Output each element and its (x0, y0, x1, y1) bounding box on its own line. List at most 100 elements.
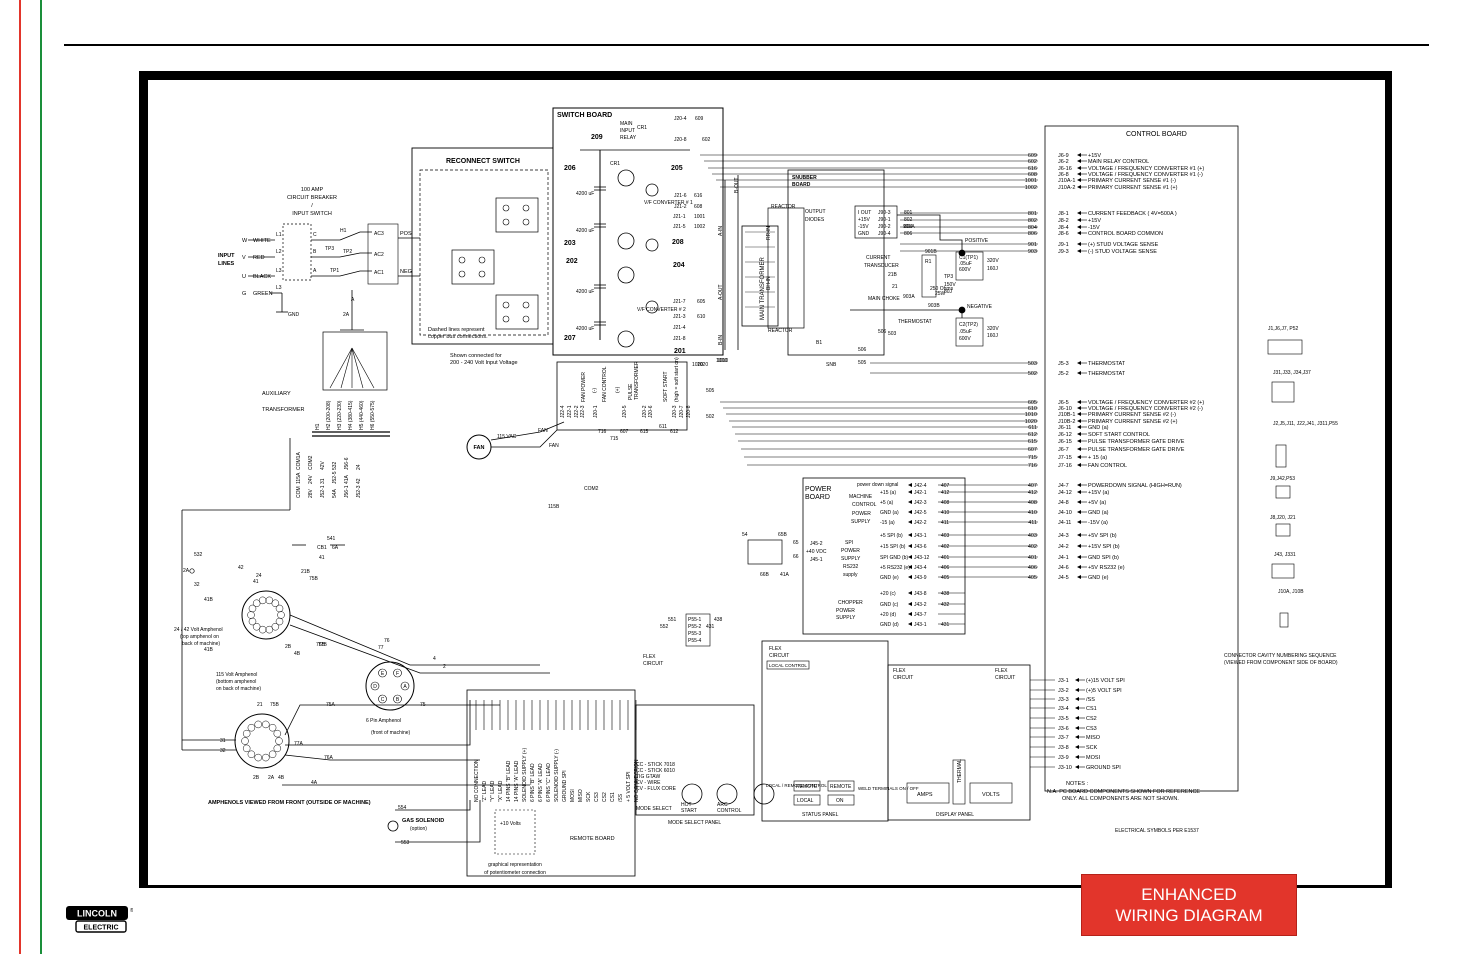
amphenol-wire: 2A (268, 775, 275, 781)
input-lines-label: LINES (218, 261, 235, 267)
remote-pin: MISO (578, 789, 584, 802)
power-board-supply: +5 RS232 (e) (880, 565, 910, 571)
bridge-label: +40 VDC (806, 549, 827, 555)
j3-pin: J3-9 (1058, 755, 1069, 761)
dashed-note: Dashed lines represent (428, 327, 485, 333)
connector-label: J8,J20, J21 (1270, 515, 1296, 521)
remote-pin: SCK (586, 791, 592, 802)
control-board-wire: 801 (1028, 211, 1037, 217)
ten-volts-label: +10 Volts (500, 821, 521, 827)
p55-label: 552 (660, 624, 669, 630)
control-board-signal: GND (a) (1088, 425, 1109, 431)
wire-number: 1010 (717, 358, 728, 364)
power-board-title: BOARD (805, 494, 830, 501)
output-component-label: 21B (888, 272, 898, 278)
output-component-label: 320V (987, 326, 999, 332)
aux-secondary: 24V (308, 474, 314, 484)
resistor-r1 (921, 254, 937, 298)
aux-tap: H2 (200-208) (326, 400, 332, 430)
power-board-group: SPI (845, 540, 853, 546)
tp-box (367, 223, 399, 285)
aux-tap: H4 (380-415) (348, 400, 354, 430)
arrow (1077, 218, 1081, 222)
aux-tap: H6 (550-575) (370, 400, 376, 430)
control-board-pin: J4-11 (1058, 520, 1071, 526)
bridge-label: 54 (742, 532, 748, 538)
control-board-wire: 402 (1028, 544, 1037, 550)
aux-secondary: 24 (356, 464, 362, 470)
power-board-supply: GND (e) (880, 575, 899, 581)
arrow (1077, 231, 1081, 235)
control-board-signal: -15V (a) (1088, 520, 1108, 526)
fan-control-label: (-) (592, 388, 598, 393)
amphenol-pin (247, 611, 255, 619)
transformer-pin: A-OUT (718, 284, 724, 300)
j3-signal: CS2 (1086, 716, 1097, 722)
power-board-group: RS232 (843, 564, 859, 570)
power-board-group: POWER (852, 511, 871, 517)
control-board-wire: 405 (1028, 575, 1037, 581)
amphenol-wire: 2B (285, 644, 292, 650)
enhanced-wiring-diagram-button[interactable]: ENHANCED WIRING DIAGRAM (1081, 874, 1297, 936)
amphenol-pin (262, 753, 270, 762)
output-component-label: 320V (987, 258, 999, 264)
igbt-module (617, 330, 635, 348)
output-component-label: 505 (858, 360, 867, 366)
wire-number: 502 (706, 414, 715, 420)
connector-outline (1275, 444, 1287, 468)
wire-number: 716 (598, 429, 607, 435)
control-board-pin: J4-10 (1058, 510, 1072, 516)
control-board-signal: GND SPI (b) (1088, 555, 1119, 561)
arrow (1077, 447, 1081, 451)
remote-pin: + 5 VOLT SPI (626, 771, 632, 802)
power-board-box (802, 477, 966, 635)
output-component-label: 901B (925, 249, 937, 255)
wire-label: GND (288, 312, 300, 318)
fan-wire: COM2 (584, 486, 599, 492)
power-board-group: POWER (836, 608, 855, 614)
output-component-label: 160J (987, 266, 998, 272)
output-component-label: 160J (987, 333, 998, 339)
positive-label: POSITIVE (965, 238, 989, 244)
arrow (1077, 412, 1081, 416)
wire (329, 347, 353, 389)
control-board-signal: + 15 (a) (1088, 455, 1107, 461)
potentiometer-box (494, 809, 536, 855)
reconnect-dashed-box (419, 169, 549, 336)
arrow (908, 500, 912, 504)
control-board-pin: J6-12 (1058, 432, 1072, 438)
transducer-pin: J90-2 (878, 224, 891, 230)
amphenol-wire: 76A (324, 755, 334, 761)
arrow (1077, 419, 1081, 423)
amphenol-pin-letter: E (381, 671, 385, 677)
aux-secondary: 115A (296, 472, 302, 484)
gas-wire: 553 (401, 840, 410, 846)
amphenol-pin (277, 611, 285, 619)
amphenol-label: 115 Volt Amphenol (216, 672, 257, 678)
amphenol-pin (393, 668, 402, 678)
relay-wire: 602 (702, 137, 711, 143)
arrow (1075, 755, 1079, 759)
aux-secondary: COM1A (296, 452, 302, 470)
connector-pin: J20-7 (679, 405, 685, 418)
arrow (1077, 178, 1081, 182)
breaker-label: INPUT SWITCH (292, 211, 332, 217)
control-board-signal: PRIMARY CURRENT SENSE #1 (-) (1088, 178, 1176, 184)
control-board-wire: 411 (1028, 520, 1037, 526)
control-board-pin: J4-8 (1058, 500, 1069, 506)
button-line-2: WIRING DIAGRAM (1115, 906, 1263, 925)
j3-pin: J3-10 (1058, 765, 1072, 771)
svg-text:LINCOLN: LINCOLN (77, 909, 117, 919)
arrow (1075, 735, 1079, 739)
status-panel-label: STATUS PANEL (802, 812, 839, 818)
fuse (189, 568, 195, 574)
arrow (1077, 249, 1081, 253)
bridge-label: 66 (793, 554, 799, 560)
igbt-module (617, 232, 635, 250)
amphenol-label: 24 / 42 Volt Amphenol (174, 627, 223, 633)
power-board-pin: J43-2 (914, 602, 927, 608)
output-diode-label: OUTPUT (805, 209, 826, 215)
mode-select-panel (635, 704, 755, 816)
wire-label: RED (253, 255, 265, 261)
amphenol-label: back of machine) (182, 641, 220, 647)
